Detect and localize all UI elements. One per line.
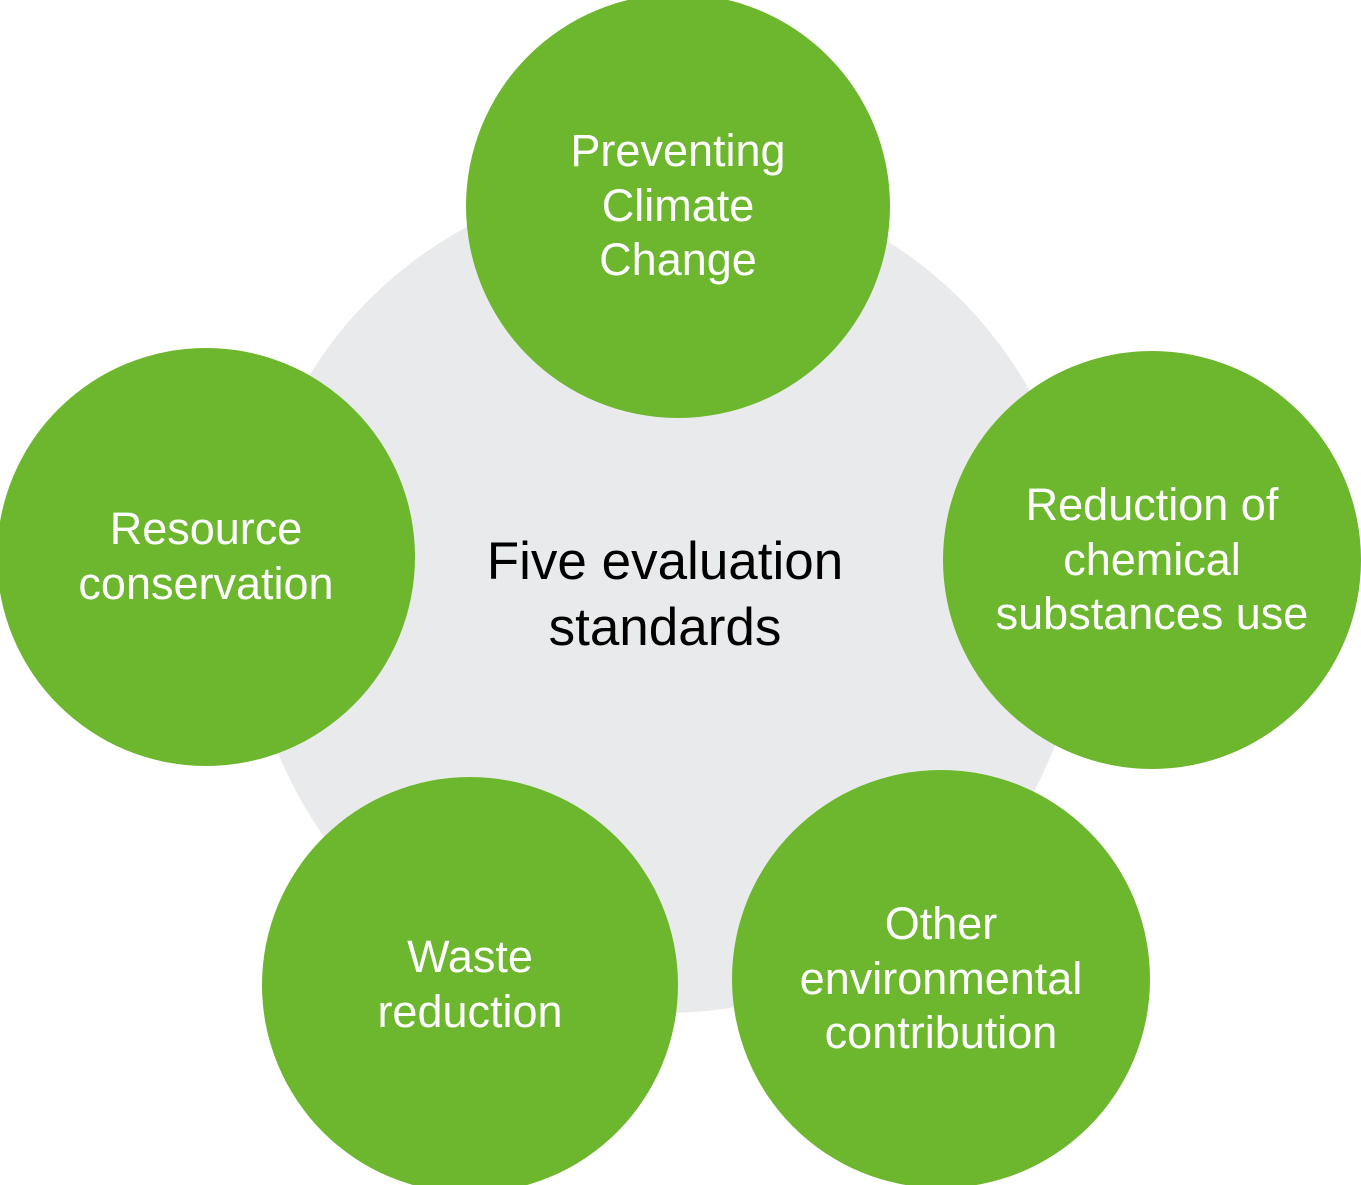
circle-waste-reduction: Waste reduction: [262, 777, 678, 1185]
diagram-title: Five evaluation standards: [486, 532, 844, 657]
circle-label-preventing-climate-change: Preventing Climate Change: [570, 124, 786, 286]
circle-label-reduction-of-chemical-substances-use: Reduction of chemical substances use: [995, 478, 1309, 640]
circle-other-environmental-contribution: Other environmental contribution: [732, 770, 1150, 1185]
circle-resource-conservation: Resource conservation: [0, 348, 415, 766]
circle-preventing-climate-change: Preventing Climate Change: [466, 0, 890, 418]
circle-label-resource-conservation: Resource conservation: [78, 503, 334, 609]
circle-reduction-of-chemical-substances-use: Reduction of chemical substances use: [943, 351, 1361, 769]
circle-label-other-environmental-contribution: Other environmental contribution: [799, 897, 1083, 1059]
circle-label-waste-reduction: Waste reduction: [377, 931, 563, 1037]
